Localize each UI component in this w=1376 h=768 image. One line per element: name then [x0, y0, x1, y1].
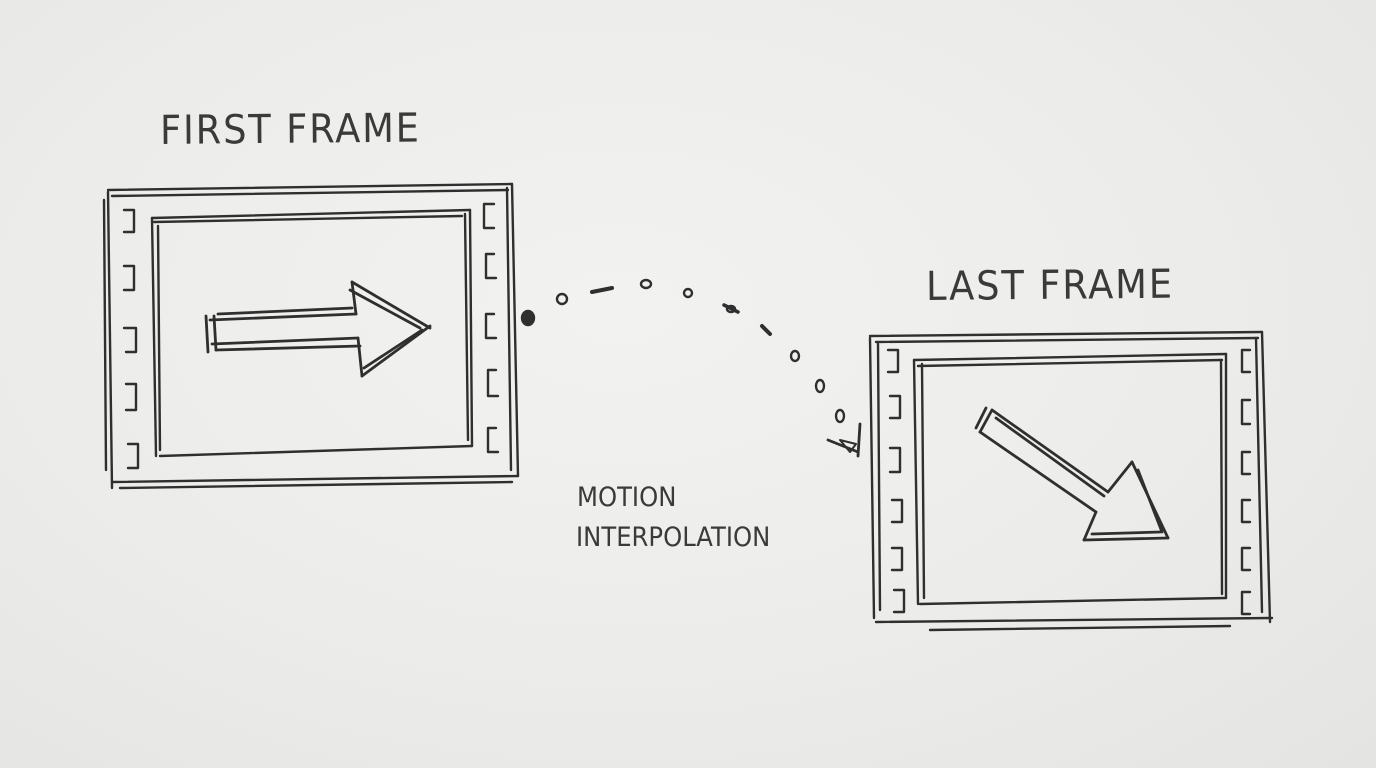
- interpolation-label: INTERPOLATION: [576, 522, 771, 553]
- motion-path: [520, 278, 862, 458]
- first-frame-film-strip: [102, 182, 520, 490]
- right-arrow-icon: [204, 280, 432, 378]
- last-frame-film-strip: [868, 330, 1274, 632]
- motion-label: MOTION: [577, 482, 677, 513]
- down-right-arrow-icon: [974, 406, 1170, 542]
